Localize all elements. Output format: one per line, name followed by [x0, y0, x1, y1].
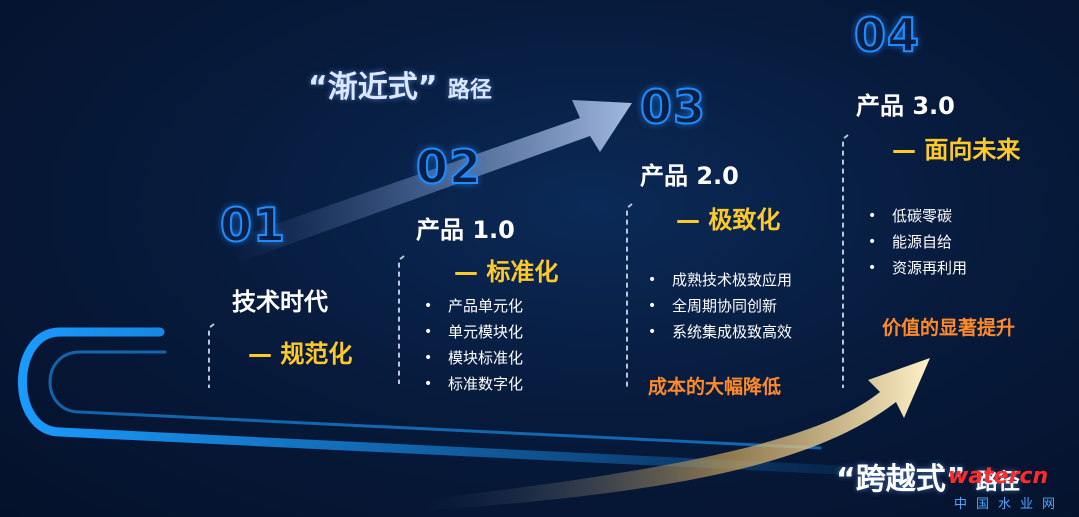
gradual-path-quote: “渐近式” [308, 70, 438, 105]
stage-03-number: 03 [639, 79, 707, 135]
bullet-item: 系统集成极致高效 [648, 319, 792, 345]
leap-path-arrow [420, 358, 930, 510]
watermark-site-name: 中国水业网 [954, 497, 1065, 512]
stage-04-bullets: 低碳零碳 能源自给 资源再利用 [868, 203, 967, 281]
stage-02-title: 产品 1.0 [416, 216, 515, 244]
bullet-item: 低碳零碳 [868, 203, 967, 229]
stage-01-subtitle: — 规范化 [248, 340, 353, 368]
bullet-item: 单元模块化 [424, 319, 523, 345]
bullet-item: 全周期协同创新 [648, 293, 792, 319]
bullet-item: 成熟技术极致应用 [648, 267, 792, 293]
stage-04-result: 价值的显著提升 [882, 317, 1016, 339]
bracket-03 [626, 203, 633, 390]
swoosh-inner-line [48, 350, 822, 450]
gradual-path-suffix: 路径 [447, 78, 492, 103]
stage-03-bullets: 成熟技术极致应用 全周期协同创新 系统集成极致高效 [648, 267, 792, 345]
leap-path-quote: “跨越式” [836, 462, 966, 497]
stage-04-subtitle: — 面向未来 [892, 136, 1021, 164]
gradual-path-label: “渐近式” 路径 [308, 62, 492, 106]
stage-02-number: 02 [415, 139, 483, 195]
stage-01-title: 技术时代 [232, 288, 328, 316]
stage-03-title: 产品 2.0 [640, 162, 739, 190]
stage-02-subtitle: — 标准化 [454, 258, 559, 286]
stage-01-number: 01 [219, 197, 287, 253]
bullet-item: 标准数字化 [424, 371, 523, 397]
stage-02-bullets: 产品单元化 单元模块化 模块标准化 标准数字化 [424, 293, 523, 397]
bracket-02 [398, 255, 405, 384]
leap-path-suffix: 路径 [975, 470, 1020, 495]
leap-path-label: “跨越式” 路径 [836, 454, 1020, 498]
bullet-item: 资源再利用 [868, 255, 967, 281]
stage-brackets [208, 134, 849, 390]
bullet-item: 能源自给 [868, 229, 967, 255]
gradual-path-arrow [230, 100, 632, 262]
watermark-logo: watercn [948, 464, 1049, 489]
stage-03-subtitle: — 极致化 [676, 206, 781, 234]
stage-03-result: 成本的大幅降低 [648, 376, 782, 398]
bracket-01 [208, 323, 215, 388]
bullet-item: 模块标准化 [424, 345, 523, 371]
swoosh-outer-line [18, 327, 845, 475]
bullet-item: 产品单元化 [424, 293, 523, 319]
bracket-04 [842, 134, 849, 388]
stage-04-title: 产品 3.0 [856, 92, 955, 120]
stage-04-number: 04 [853, 7, 921, 63]
